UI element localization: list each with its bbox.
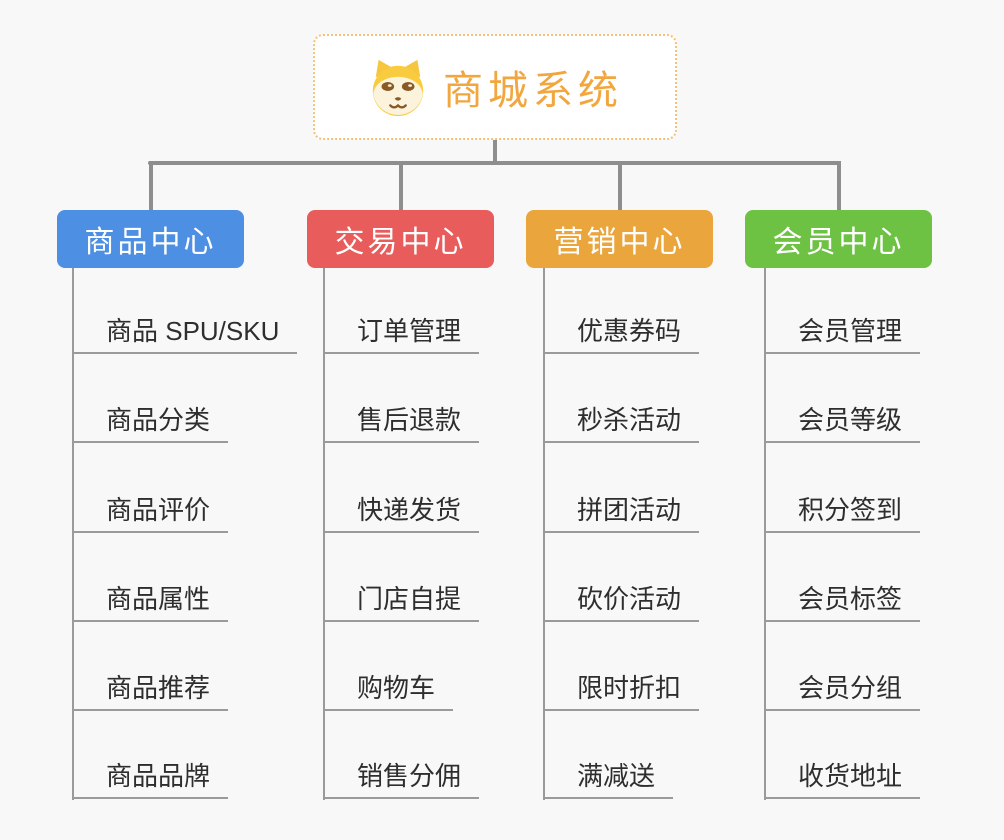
root-title: 商城系统 (443, 69, 623, 113)
leaf-node[interactable]: 订单管理 (323, 312, 480, 354)
doge-icon (372, 59, 424, 117)
leaf-node[interactable]: 商品分类 (72, 401, 229, 443)
connector-drop-branch-0 (148, 161, 153, 211)
leaf-node[interactable]: 拼团活动 (543, 491, 700, 533)
leaf-node[interactable]: 商品属性 (72, 580, 229, 622)
branch-descender-line (323, 268, 325, 800)
branch-descender-line (72, 268, 74, 800)
connector-root-stub (493, 140, 497, 163)
leaf-node[interactable]: 优惠券码 (543, 312, 700, 354)
leaf-node[interactable]: 会员分组 (764, 669, 921, 711)
leaf-node[interactable]: 购物车 (323, 669, 454, 711)
connector-drop-branch-1 (398, 161, 403, 211)
branch-node-trade-center[interactable]: 交易中心 (307, 210, 494, 268)
leaf-node[interactable]: 商品品牌 (72, 757, 229, 799)
leaf-node[interactable]: 积分签到 (764, 491, 921, 533)
leaf-node[interactable]: 商品推荐 (72, 669, 229, 711)
leaf-node[interactable]: 快递发货 (323, 491, 480, 533)
branch-node-marketing-center[interactable]: 营销中心 (526, 210, 713, 268)
connector-horizontal-bar (148, 161, 841, 165)
branch-label: 营销中心 (553, 226, 686, 259)
leaf-node[interactable]: 秒杀活动 (543, 401, 700, 443)
branch-descender-line (764, 268, 766, 800)
branch-label: 商品中心 (84, 226, 217, 259)
leaf-node[interactable]: 商品 SPU/SKU (72, 312, 298, 354)
leaf-node[interactable]: 会员标签 (764, 580, 921, 622)
connector-drop-branch-3 (836, 161, 841, 211)
branch-node-member-center[interactable]: 会员中心 (745, 210, 932, 268)
leaf-node[interactable]: 限时折扣 (543, 669, 700, 711)
leaf-node[interactable]: 门店自提 (323, 580, 480, 622)
root-node[interactable]: 商城系统 (313, 34, 677, 140)
leaf-node[interactable]: 商品评价 (72, 491, 229, 533)
leaf-node[interactable]: 销售分佣 (323, 757, 480, 799)
leaf-node[interactable]: 会员管理 (764, 312, 921, 354)
leaf-node[interactable]: 会员等级 (764, 401, 921, 443)
connector-drop-branch-2 (617, 161, 622, 211)
leaf-node[interactable]: 收货地址 (764, 757, 921, 799)
leaf-node[interactable]: 售后退款 (323, 401, 480, 443)
branch-label: 会员中心 (772, 226, 905, 259)
branch-label: 交易中心 (334, 226, 467, 259)
leaf-node[interactable]: 满减送 (543, 757, 674, 799)
branch-node-product-center[interactable]: 商品中心 (57, 210, 244, 268)
leaf-node[interactable]: 砍价活动 (543, 580, 700, 622)
branch-descender-line (543, 268, 545, 800)
